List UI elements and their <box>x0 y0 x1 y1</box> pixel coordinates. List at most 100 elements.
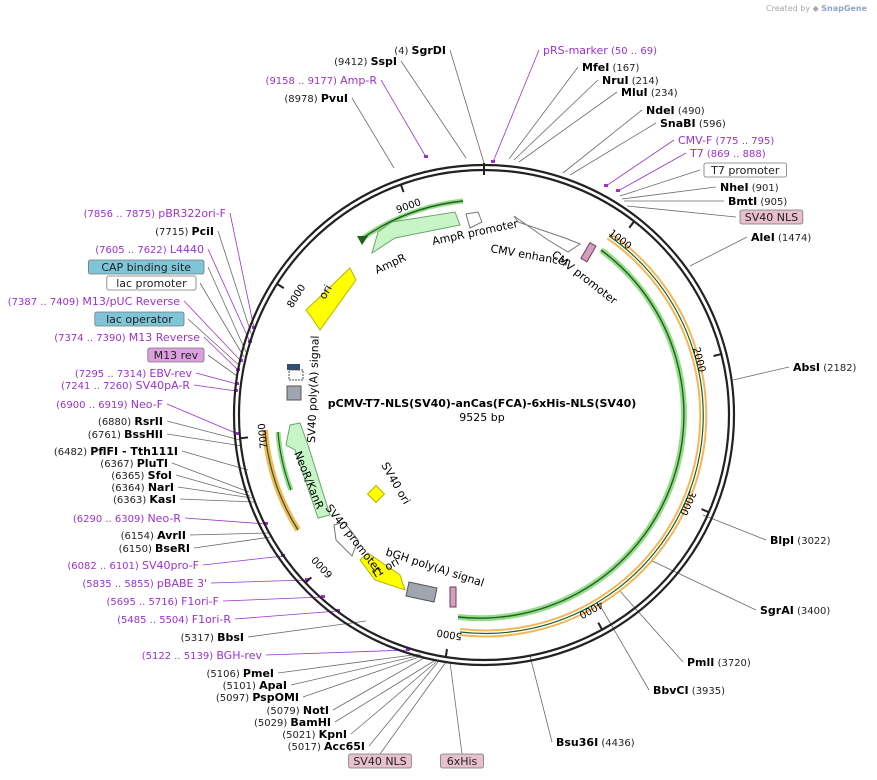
feature-label-box <box>348 753 412 769</box>
tick-marks <box>240 184 722 658</box>
site-label-primer[interactable]: (5695 .. 5716) F1ori-F <box>106 595 219 608</box>
leader-line <box>492 49 540 163</box>
primer-mark <box>491 160 495 163</box>
leader-line <box>702 514 767 541</box>
site-label-feature_pink[interactable]: SV40 NLS <box>739 209 804 225</box>
enzyme-label: NheI (901) <box>720 181 779 194</box>
site-label-enzyme[interactable]: (6154) AvrII <box>121 529 186 542</box>
site-label-enzyme[interactable]: (8978) PvuI <box>284 92 348 105</box>
site-label-enzyme[interactable]: (5106) PmeI <box>206 667 274 680</box>
site-label-enzyme[interactable]: (5317) BbsI <box>181 631 244 644</box>
leader-line <box>203 336 239 371</box>
site-label-primer[interactable]: (5485 .. 5504) F1ori-R <box>117 613 231 626</box>
site-label-enzyme[interactable]: (6880) RsrII <box>98 415 163 428</box>
site-label-primer[interactable]: CMV-F (775 .. 795) <box>678 134 774 147</box>
leader-line <box>210 579 308 584</box>
site-label-enzyme[interactable]: (6761) BssHII <box>88 428 163 441</box>
site-label-primer[interactable]: (7374 .. 7390) M13 Reverse <box>54 331 200 344</box>
leader-line <box>217 230 253 337</box>
site-label-feature_pink[interactable]: 6xHis <box>440 753 484 769</box>
leader-line <box>350 661 437 735</box>
site-label-enzyme[interactable]: MluI (234) <box>621 86 678 99</box>
primer-label: (7605 .. 7622) L4440 <box>95 243 204 256</box>
site-label-primer[interactable]: (7241 .. 7260) SV40pA-R <box>61 379 190 392</box>
primer-label: (7374 .. 7390) M13 Reverse <box>54 331 200 344</box>
plasmid-length: 9525 bp <box>459 411 504 424</box>
site-label-enzyme[interactable]: SnaBI (596) <box>660 117 726 130</box>
site-label-primer[interactable]: (7856 .. 7875) pBR322ori-F <box>84 207 226 220</box>
site-label-enzyme[interactable]: AbsI (2182) <box>793 361 857 374</box>
site-label-enzyme[interactable]: (5029) BamHI <box>254 716 331 729</box>
site-label-enzyme[interactable]: (6363) KasI <box>113 493 176 506</box>
site-label-feature_purple[interactable]: M13 rev <box>147 347 205 363</box>
site-label-feature[interactable]: T7 promoter <box>703 162 787 178</box>
site-label-enzyme[interactable]: SgrAI (3400) <box>760 604 830 617</box>
sv40-promoter-arrow <box>333 521 359 557</box>
site-label-primer[interactable]: (9158 .. 9177) Amp-R <box>266 74 378 87</box>
site-label-enzyme[interactable]: (7715) PciI <box>155 225 214 238</box>
leader-line <box>179 498 255 503</box>
leader-line <box>380 79 427 158</box>
nls-6xhis-marker <box>449 586 457 608</box>
site-label-feature_pink[interactable]: SV40 NLS <box>348 753 412 769</box>
tick-label: 4000 <box>577 598 605 620</box>
site-label-enzyme[interactable]: (4) SgrDI <box>394 44 446 57</box>
tick-mark <box>240 436 249 440</box>
site-label-enzyme[interactable]: (6365) SfoI <box>111 469 172 482</box>
enzyme-label: (9412) SspI <box>334 55 397 68</box>
site-label-enzyme[interactable]: (6367) PluTI <box>100 457 168 470</box>
site-label-feature_teal[interactable]: CAP binding site <box>88 259 205 275</box>
site-label-enzyme[interactable]: (6364) NarI <box>111 481 174 494</box>
primer-mark <box>321 595 325 598</box>
site-label-enzyme[interactable]: Bsu36I (4436) <box>556 736 635 749</box>
site-label-primer[interactable]: (7387 .. 7409) M13/pUC Reverse <box>8 295 180 308</box>
site-label-primer[interactable]: T7 (869 .. 888) <box>689 147 766 160</box>
neo-green-core <box>277 431 292 491</box>
primer-label: (5835 .. 5855) pBABE 3' <box>82 577 207 590</box>
site-label-enzyme[interactable]: NruI (214) <box>602 74 659 87</box>
site-label-primer[interactable]: pRS-marker (50 .. 69) <box>543 44 657 57</box>
enzyme-label: (4) SgrDI <box>394 44 446 57</box>
site-label-enzyme[interactable]: (5079) NotI <box>266 704 329 717</box>
site-label-primer[interactable]: (7605 .. 7622) L4440 <box>95 243 204 256</box>
site-label-enzyme[interactable]: (5101) ApaI <box>223 679 287 692</box>
site-label-enzyme[interactable]: (6482) PflFI - Tth111I <box>54 445 178 458</box>
leader-line <box>334 660 435 723</box>
leader-line <box>193 384 237 392</box>
site-label-primer[interactable]: (6290 .. 6309) Neo-R <box>73 512 182 525</box>
enzyme-label: PmlI (3720) <box>687 656 751 669</box>
label-leader-lines <box>166 49 790 755</box>
primer-label: (9158 .. 9177) Amp-R <box>266 74 378 87</box>
feature-label-box <box>106 275 197 291</box>
credit-prefix: Created by <box>766 4 811 13</box>
leader-line <box>617 152 687 192</box>
site-label-primer[interactable]: (7295 .. 7314) EBV-rev <box>75 367 193 380</box>
leader-line <box>529 655 553 743</box>
enzyme-label: (5017) Acc65I <box>288 740 365 753</box>
enzyme-label: SgrAI (3400) <box>760 604 830 617</box>
site-label-feature_teal[interactable]: lac operator <box>94 311 185 327</box>
enzyme-label: (6761) BssHII <box>88 428 163 441</box>
site-label-enzyme[interactable]: (5021) KpnI <box>282 728 347 741</box>
site-label-primer[interactable]: (5835 .. 5855) pBABE 3' <box>82 577 207 590</box>
feature-label-text: SV40 NLS <box>353 755 406 768</box>
site-label-primer[interactable]: (6900 .. 6919) Neo-F <box>56 398 163 411</box>
site-label-enzyme[interactable]: BlpI (3022) <box>770 534 831 547</box>
site-label-feature[interactable]: lac promoter <box>106 275 197 291</box>
leader-line <box>351 97 395 169</box>
site-label-enzyme[interactable]: BbvCI (3935) <box>653 684 725 697</box>
site-label-primer[interactable]: (5122 .. 5139) BGH-rev <box>142 649 263 662</box>
site-label-enzyme[interactable]: BmtI (905) <box>728 195 787 208</box>
site-label-enzyme[interactable]: AleI (1474) <box>751 231 811 244</box>
site-label-enzyme[interactable]: NdeI (490) <box>646 104 705 117</box>
site-label-enzyme[interactable]: (6150) BseRI <box>119 542 190 555</box>
leader-line <box>449 49 485 164</box>
site-label-enzyme[interactable]: (9412) SspI <box>334 55 397 68</box>
site-label-enzyme[interactable]: NheI (901) <box>720 181 779 194</box>
site-label-enzyme[interactable]: PmlI (3720) <box>687 656 751 669</box>
site-label-primer[interactable]: (6082 .. 6101) SV40pro-F <box>67 559 199 572</box>
site-label-enzyme[interactable]: (5017) Acc65I <box>288 740 365 753</box>
leader-line <box>177 486 253 499</box>
site-label-enzyme[interactable]: (5097) PspOMI <box>216 691 299 704</box>
site-label-enzyme[interactable]: MfeI (167) <box>582 61 639 74</box>
